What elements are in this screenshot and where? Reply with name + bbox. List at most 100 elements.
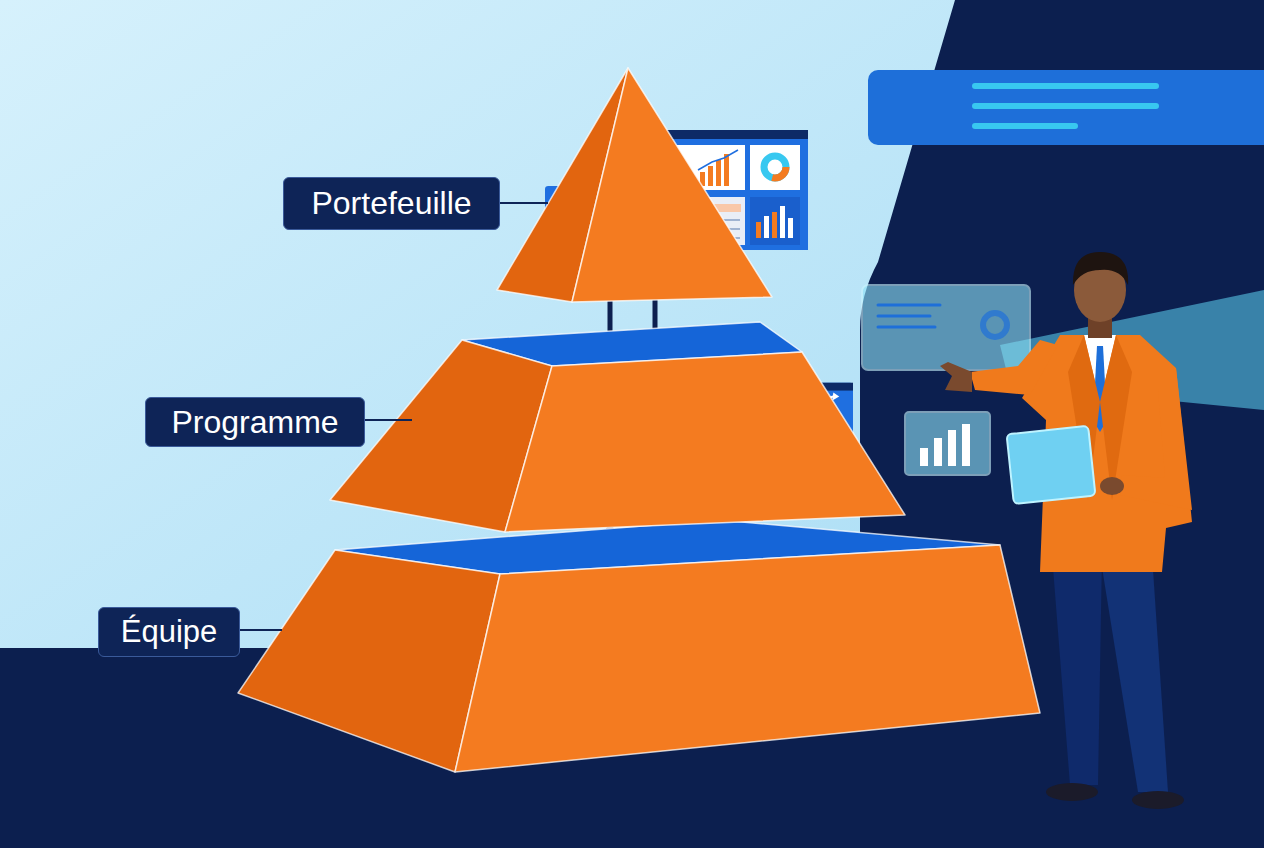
tier-shape (238, 580, 1040, 772)
analytics-card-part-part (825, 691, 900, 693)
portfolio-window-part (646, 133, 650, 137)
presenter-figure (940, 252, 1192, 809)
tier-shape (330, 352, 905, 525)
tier-face (505, 352, 905, 532)
analytics-card-part-part (840, 652, 847, 670)
portfolio-window-part (756, 212, 777, 238)
analytics-card-part (825, 684, 915, 700)
tier-shape (497, 68, 770, 282)
portfolio-window-part (750, 145, 800, 190)
presenter-figure-part (1073, 252, 1128, 285)
portfolio-window-part (648, 152, 680, 176)
presenter-figure-part (1007, 426, 1096, 504)
portfolio-window-part (648, 220, 740, 238)
presenter-figure-part (1120, 368, 1192, 510)
portfolio-window-part (700, 154, 729, 186)
portfolio-window-part-part (756, 222, 761, 238)
banner-lines (975, 86, 1156, 126)
tier-label: Programme (145, 397, 365, 447)
portfolio-window-part-part (716, 160, 721, 186)
double-arrow (608, 525, 613, 580)
presenter-figure-part (1132, 791, 1184, 809)
analytics-card (758, 612, 925, 710)
holo-panel (862, 285, 1030, 370)
analytics-card-part-part (900, 638, 907, 670)
holo-chart-part-part (948, 430, 956, 466)
presenter-figure-part (1046, 783, 1098, 801)
holo-panel-part (983, 313, 1007, 337)
portfolio-window-part-part (764, 216, 769, 238)
holo-chart-part (905, 412, 990, 475)
analytics-card-part (771, 624, 799, 652)
presenter-figure-part (970, 340, 1058, 395)
portfolio-window-part-part (724, 154, 729, 186)
analytics-card-part-part (888, 640, 895, 670)
holo-panel-part (878, 305, 940, 327)
portfolio-window-part (646, 204, 741, 212)
leader-line (365, 419, 412, 421)
portfolio-window-part (652, 133, 656, 137)
portfolio-window-part (764, 156, 786, 178)
analytics-card-part (758, 612, 813, 710)
analytics-card-part (825, 624, 905, 652)
portfolio-window-part-part (648, 159, 675, 161)
kanban-board (560, 392, 720, 492)
analytics-card-part-part (825, 699, 880, 701)
tier-face (572, 68, 772, 302)
leader-line (500, 202, 548, 204)
portfolio-window-part (640, 133, 644, 137)
header-banner (868, 70, 1264, 145)
portfolio-window-part-part (700, 172, 705, 186)
presenter-figure-part (1100, 555, 1168, 792)
presenter-figure-part (1100, 477, 1124, 495)
portfolio-window-part (698, 150, 738, 170)
portfolio-window-part-part (648, 175, 672, 177)
mini-dashboard (441, 397, 531, 460)
analytics-card-part-part (852, 650, 859, 670)
holo-panel-part-part (878, 315, 930, 318)
portfolio-window-part (642, 197, 745, 245)
holo-panel-part-part (878, 326, 935, 329)
portfolio-window-part-part (780, 206, 785, 238)
mini-dashboard (342, 619, 470, 709)
chart-window (735, 383, 853, 467)
portfolio-window-part (750, 197, 800, 245)
portfolio-window-part-part (788, 218, 793, 238)
analytics-card-part (785, 680, 799, 694)
analytics-card-part (828, 638, 907, 670)
portfolio-window-part-part (648, 228, 740, 230)
holo-chart-part-part (920, 448, 928, 466)
pyramid-tier: Portefeuille (497, 68, 770, 282)
portfolio-window-part (636, 130, 808, 250)
kanban-board (537, 612, 729, 732)
tier-face (238, 550, 500, 772)
mini-dashboard (545, 186, 628, 244)
portfolio-window-part (764, 206, 793, 238)
portfolio-window-part (764, 156, 786, 178)
analytics-card-part-part (825, 683, 915, 685)
banner-lines-part (975, 83, 1156, 89)
holo-panel-part-part (878, 304, 940, 307)
tier-face (455, 545, 1040, 772)
analytics-card-part (771, 666, 799, 694)
double-arrow (653, 282, 658, 352)
portfolio-window-part-part (648, 167, 678, 169)
analytics-card-part (840, 640, 895, 670)
double-arrow (608, 282, 613, 352)
holo-chart (905, 412, 990, 475)
analytics-card-part (904, 619, 912, 629)
presenter-figure-part (1100, 335, 1132, 500)
portfolio-window-part-part (648, 219, 740, 221)
banner-lines-part (975, 123, 1075, 129)
portfolio-window-part-part (772, 212, 777, 238)
pyramid-tier: Programme (330, 352, 905, 525)
leader-line (240, 629, 282, 631)
analytics-card-part-part (876, 646, 883, 670)
pyramid-tier: Équipe (238, 580, 1040, 772)
analytics-card-part (758, 612, 925, 710)
analytics-card-part (785, 624, 799, 638)
presenter-figure-part (1052, 555, 1102, 785)
tier-label: Portefeuille (283, 177, 500, 230)
analytics-card-part-part (828, 656, 835, 670)
